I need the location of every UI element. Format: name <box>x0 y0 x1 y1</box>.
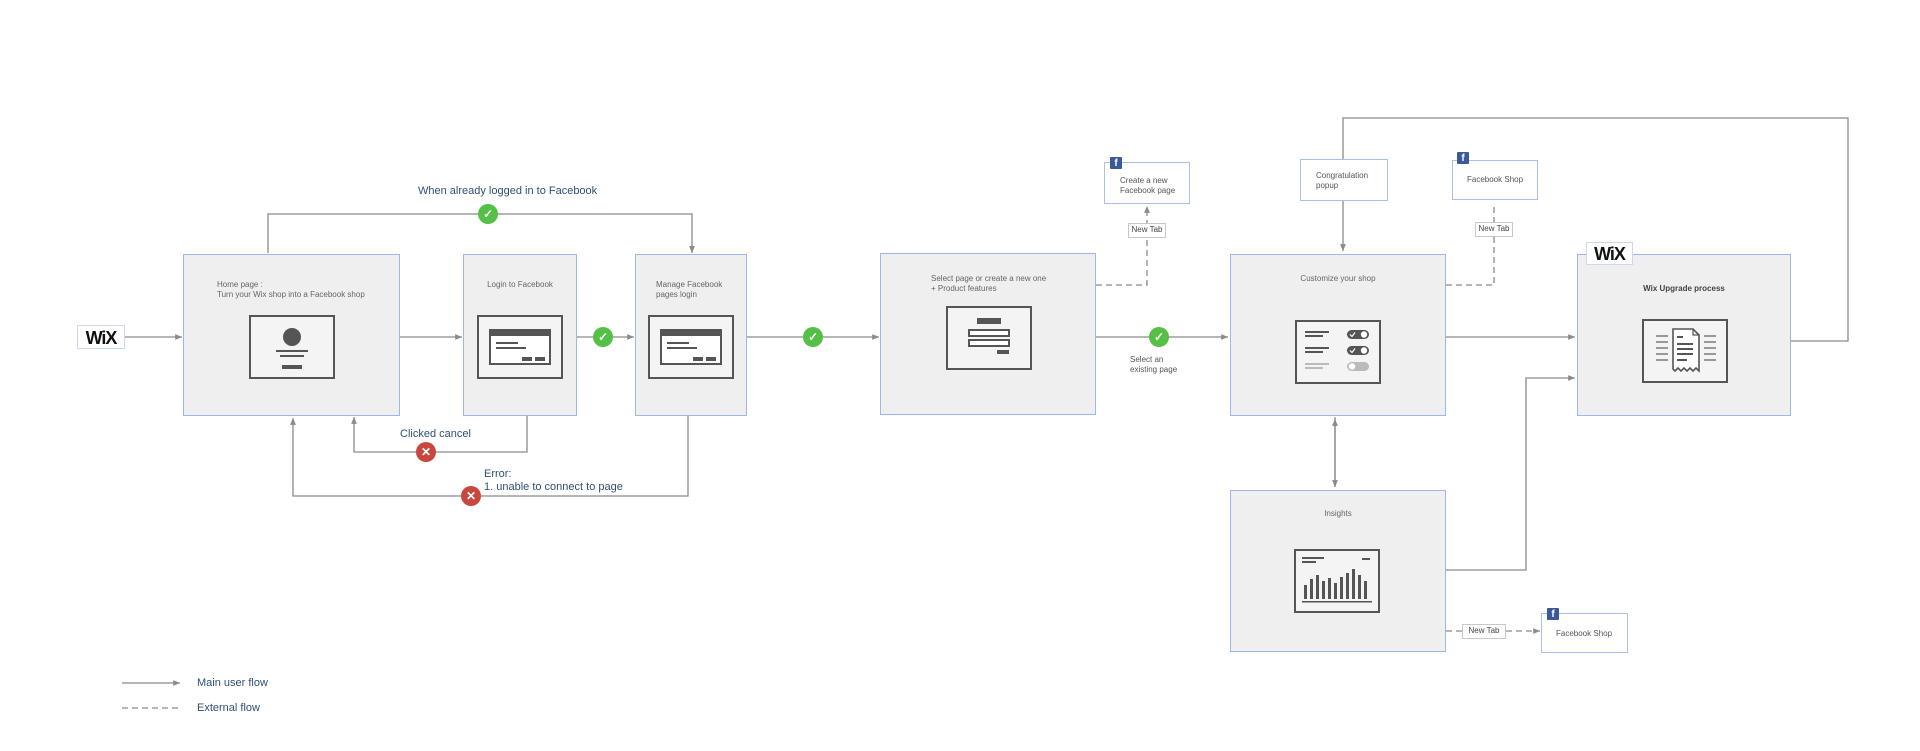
facebook-icon: f <box>1110 157 1122 169</box>
node-select-page-label: Select page or create a new one + Produc… <box>931 274 1047 293</box>
error-x-icon: ✕ <box>416 442 436 462</box>
note-facebook-shop-top[interactable]: Facebook Shop <box>1452 160 1538 200</box>
edge-clicked-cancel <box>351 415 528 453</box>
node-wix-upgrade[interactable]: Wix Upgrade process <box>1577 254 1791 416</box>
note-facebook-shop-top-label: Facebook Shop <box>1467 175 1524 184</box>
settings-toggles-thumbnail-icon <box>1295 320 1381 384</box>
note-create-facebook-page-label: Create a new Facebook page <box>1120 176 1176 195</box>
success-check-icon: ✓ <box>803 327 823 347</box>
wix-logo-upgrade: WiX <box>1586 242 1633 265</box>
wix-logo-start: WiX <box>77 325 125 349</box>
bar-chart-thumbnail-icon <box>1294 549 1380 613</box>
edge-insights-upgrade <box>1446 375 1575 571</box>
new-tab-tag: New Tab <box>1462 624 1506 639</box>
select-existing-label: Select an existing page <box>1130 355 1178 374</box>
new-tab-tag: New Tab <box>1128 223 1166 238</box>
node-wix-upgrade-label: Wix Upgrade process <box>1643 284 1725 293</box>
node-manage-facebook-pages-label: Manage Facebook pages login <box>656 280 723 299</box>
edge-create-page <box>1096 206 1150 286</box>
node-home-page-label: Home page : Turn your Wix shop into a Fa… <box>217 280 365 299</box>
node-insights[interactable]: Insights <box>1230 490 1446 652</box>
node-manage-facebook-pages[interactable]: Manage Facebook pages login <box>635 254 747 416</box>
node-insights-label: Insights <box>1324 509 1352 518</box>
error-x-icon: ✕ <box>461 486 481 506</box>
node-home-page[interactable]: Home page : Turn your Wix shop into a Fa… <box>183 254 400 416</box>
node-customize-shop-label: Customize your shop <box>1300 274 1376 283</box>
new-tab-tag: New Tab <box>1475 222 1513 237</box>
receipt-thumbnail-icon <box>1642 319 1728 383</box>
node-customize-shop[interactable]: Customize your shop <box>1230 254 1446 416</box>
legend-external-flow-label: External flow <box>197 702 260 714</box>
select-page-thumbnail-icon <box>946 306 1032 370</box>
edge-error <box>290 415 689 497</box>
success-check-icon: ✓ <box>593 327 613 347</box>
note-facebook-shop-bottom-label: Facebook Shop <box>1556 629 1613 638</box>
login-dialog-thumbnail-icon <box>477 315 563 379</box>
success-check-icon: ✓ <box>478 204 498 224</box>
note-congratulation-popup-label: Congratulation popup <box>1316 171 1369 190</box>
success-check-icon: ✓ <box>1149 327 1169 347</box>
facebook-icon: f <box>1547 608 1559 620</box>
legend-main-flow-label: Main user flow <box>197 677 268 689</box>
note-create-facebook-page[interactable]: Create a new Facebook page <box>1104 162 1190 204</box>
edge-fb-shop-top <box>1446 204 1495 286</box>
top-path-label: When already logged in to Facebook <box>418 185 598 197</box>
node-login-facebook-label: Login to Facebook <box>487 280 553 289</box>
edge-upgrade-loop <box>1342 117 1849 342</box>
note-congratulation-popup[interactable]: Congratulation popup <box>1300 159 1388 201</box>
pages-login-thumbnail-icon <box>648 315 734 379</box>
clicked-cancel-label: Clicked cancel <box>400 428 471 440</box>
facebook-icon: f <box>1457 152 1469 164</box>
node-select-page[interactable]: Select page or create a new one + Produc… <box>880 253 1096 415</box>
home-page-thumbnail-icon <box>249 315 335 379</box>
error-label: Error: 1. unable to connect to page <box>484 468 623 493</box>
node-login-facebook[interactable]: Login to Facebook <box>463 254 577 416</box>
